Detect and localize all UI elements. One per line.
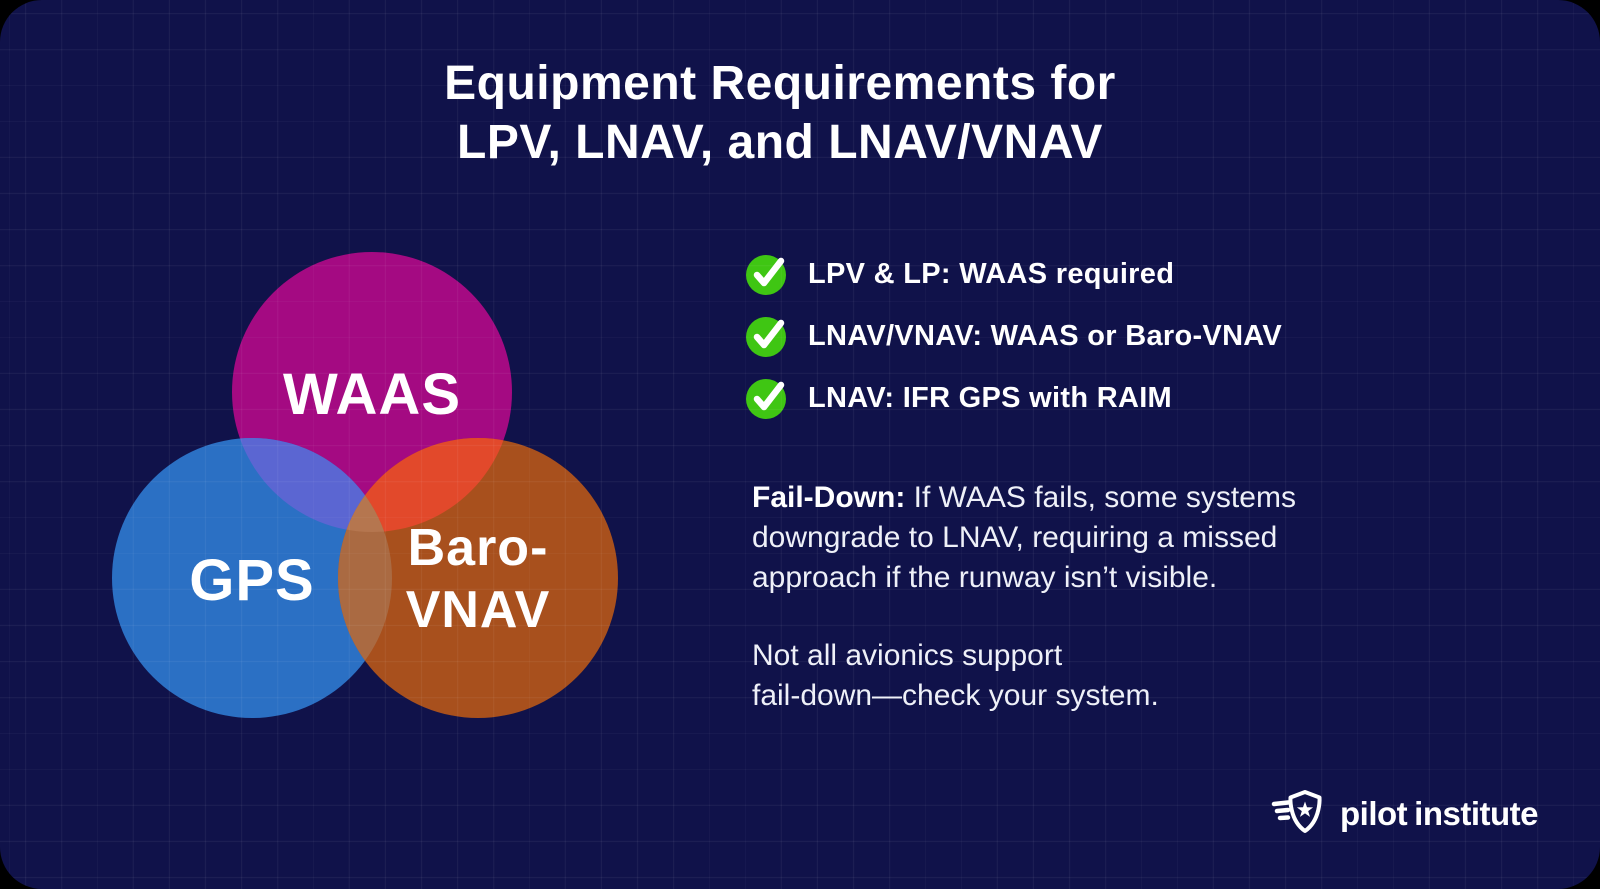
- requirements-checklist: LPV & LP: WAAS required LNAV/VNAV: WAAS …: [745, 252, 1282, 438]
- check-icon: [746, 379, 786, 419]
- check-icon: [746, 317, 786, 357]
- venn-label-waas: WAAS: [283, 362, 461, 427]
- checklist-item-lnav-vnav: LNAV/VNAV: WAAS or Baro-VNAV: [745, 314, 1282, 358]
- checklist-item-label: LNAV/VNAV: WAAS or Baro-VNAV: [808, 319, 1283, 352]
- faildown-line1: Fail-Down: If WAAS fails, some systems: [752, 478, 1472, 518]
- pilot-institute-shield-icon: [1271, 790, 1322, 833]
- note-line1: Not all avionics support: [752, 639, 1063, 672]
- note-line2: fail-down—check your system.: [752, 679, 1159, 712]
- check-mark: [753, 319, 785, 349]
- logo-word-institute: institute: [1414, 795, 1538, 832]
- check-mark: [753, 381, 785, 411]
- page-title: Equipment Requirements for LPV, LNAV, an…: [0, 54, 1560, 172]
- faildown-line1-text: If WAAS fails, some systems: [905, 481, 1296, 514]
- faildown-paragraph: Fail-Down: If WAAS fails, some systems d…: [752, 478, 1472, 598]
- venn-label-baro-line2: VNAV: [406, 581, 551, 639]
- check-icon: [746, 255, 786, 295]
- venn-overlap-waas-baro: [338, 438, 512, 532]
- check-mark: [753, 257, 785, 287]
- avionics-note-paragraph: Not all avionics support fail-down—check…: [752, 636, 1472, 716]
- faildown-line3: approach if the runway isn’t visible.: [752, 561, 1218, 594]
- checklist-item-label: LPV & LP: WAAS required: [808, 257, 1175, 290]
- faildown-label: Fail-Down:: [752, 481, 906, 514]
- venn-label-baro-line1: Baro-: [408, 519, 549, 577]
- venn-label-gps: GPS: [189, 548, 315, 613]
- checklist-item-lnav: LNAV: IFR GPS with RAIM: [745, 376, 1282, 420]
- checklist-item-label: LNAV: IFR GPS with RAIM: [808, 381, 1173, 414]
- venn-overlap-waas-gps: [232, 438, 392, 532]
- checklist-item-lpv: LPV & LP: WAAS required: [745, 252, 1282, 296]
- faildown-line2: downgrade to LNAV, requiring a missed: [752, 521, 1278, 554]
- page-title-line1: Equipment Requirements for: [444, 57, 1116, 110]
- venn-diagram: WAAS GPS Baro- VNAV: [112, 252, 618, 718]
- logo-word-pilot: pilot: [1340, 795, 1408, 832]
- page-title-line2: LPV, LNAV, and LNAV/VNAV: [457, 116, 1103, 169]
